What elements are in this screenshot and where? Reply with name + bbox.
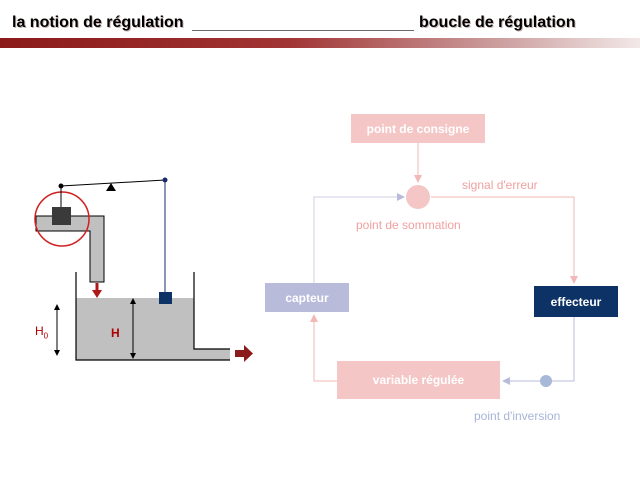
slide-title-left: la notion de régulation [12,14,184,31]
inversion-node [540,375,552,387]
sommation-label: point de sommation [356,218,461,232]
water-fill [76,298,194,360]
arrow-variable-capteur [310,314,337,382]
valve-highlight-circle [34,191,90,247]
variable-regulee-box: variable régulée [337,361,500,399]
arrow-capteur-sommation [313,193,405,283]
lever-fulcrum-icon [106,183,116,191]
regulation-loop [310,143,578,387]
outlet-water [194,349,230,360]
valve-icon [52,207,71,225]
outflow-arrow-icon [244,345,253,362]
float-icon [159,292,172,304]
tank-system [34,177,253,362]
tank-walls [75,272,230,361]
inflow-arrow-icon [92,290,102,298]
inversion-label: point d'inversion [474,409,561,423]
header-divider-line [192,30,414,31]
inlet-pipe [35,215,105,283]
arrow-effecteur-variable [502,317,575,385]
capteur-box: capteur [265,283,349,312]
effecteur-box: effecteur [534,286,618,317]
h-label: H [111,326,120,340]
lever-arm [60,179,166,187]
consigne-box: point de consigne [351,114,485,143]
header-band [0,38,640,48]
h0-label: H0 [35,324,49,341]
signal-erreur-label: signal d'erreur [462,178,538,192]
arrow-sommation-effecteur [431,196,578,284]
slide-title-right: boucle de régulation [419,14,576,31]
summation-node [406,185,430,209]
